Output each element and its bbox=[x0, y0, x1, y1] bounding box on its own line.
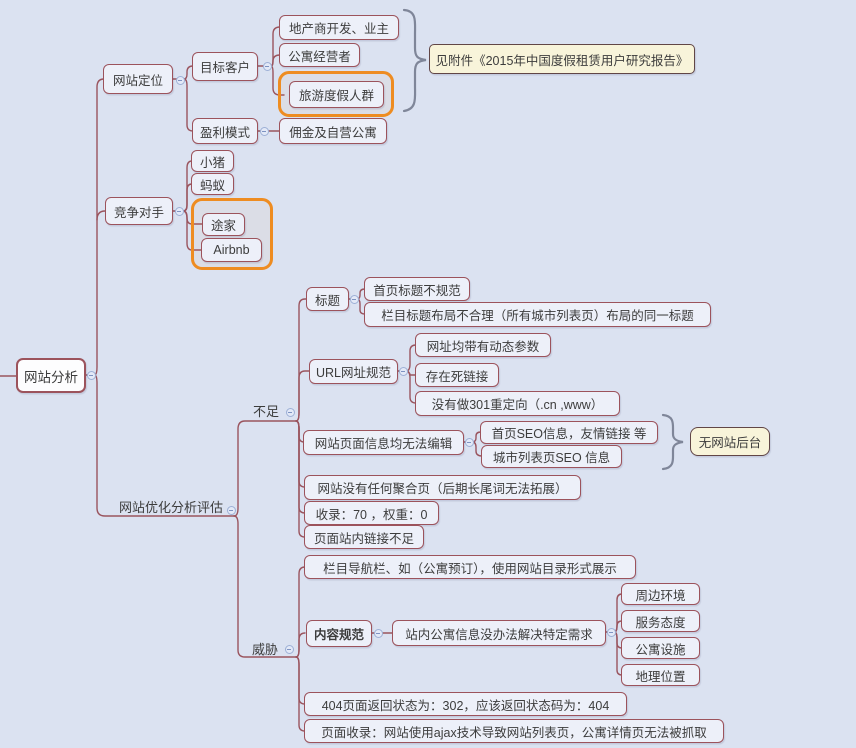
topic-city-list-seo-info[interactable]: 城市列表页SEO 信息 bbox=[481, 445, 622, 468]
topic-optimization-evaluation[interactable]: 网站优化分析评估 bbox=[118, 499, 223, 515]
topic-column-title-issue[interactable]: 栏目标题布局不合理（所有城市列表页）布局的同一标题 bbox=[364, 302, 711, 327]
topic-airbnb[interactable]: Airbnb bbox=[201, 238, 262, 262]
topic-vacation-group[interactable]: 旅游度假人群 bbox=[289, 81, 384, 108]
topic-competitors[interactable]: 竞争对手 bbox=[105, 197, 173, 225]
minus-icon[interactable] bbox=[174, 206, 184, 216]
topic-homepage-seo-info[interactable]: 首页SEO信息，友情链接 等 bbox=[480, 421, 658, 444]
topic-mayi[interactable]: 蚂蚁 bbox=[191, 173, 234, 195]
minus-icon[interactable] bbox=[285, 407, 295, 417]
curly-brace-icon bbox=[402, 8, 427, 113]
topic-insufficient-internal-links[interactable]: 页面站内链接不足 bbox=[304, 525, 424, 549]
topic-weaknesses[interactable]: 不足 bbox=[252, 404, 279, 419]
topic-apartment-facilities[interactable]: 公寓设施 bbox=[621, 637, 700, 659]
minus-icon[interactable] bbox=[373, 628, 383, 638]
minus-icon[interactable] bbox=[284, 644, 294, 654]
topic-root-website-analysis[interactable]: 网站分析 bbox=[16, 358, 86, 393]
brace-group bbox=[402, 8, 684, 471]
topic-page-info-uneditable[interactable]: 网站页面信息均无法编辑 bbox=[303, 430, 464, 455]
topic-url-standard[interactable]: URL网址规范 bbox=[309, 359, 398, 384]
minus-icon[interactable] bbox=[175, 75, 185, 85]
minus-icon[interactable] bbox=[226, 505, 236, 515]
topic-developer-owner[interactable]: 地产商开发、业主 bbox=[279, 15, 399, 40]
minus-icon[interactable] bbox=[349, 294, 359, 304]
topic-threats[interactable]: 威胁 bbox=[251, 642, 278, 657]
topic-apartment-operator[interactable]: 公寓经营者 bbox=[279, 43, 360, 67]
topic-surrounding-environment[interactable]: 周边环境 bbox=[621, 583, 700, 605]
topic-no-aggregation-pages[interactable]: 网站没有任何聚合页（后期长尾词无法拓展） bbox=[304, 475, 581, 500]
topic-xiaozhu[interactable]: 小猪 bbox=[191, 150, 234, 172]
topic-profit-model[interactable]: 盈利模式 bbox=[192, 118, 258, 144]
topic-index-weight[interactable]: 收录：70 ，权重：0 bbox=[304, 501, 439, 525]
topic-no-301-redirect[interactable]: 没有做301重定向（.cn ,www） bbox=[415, 391, 620, 416]
topic-page-indexing-issue[interactable]: 页面收录：网站使用ajax技术导致网站列表页，公寓详情页无法被抓取 bbox=[304, 719, 724, 743]
topic-target-customers[interactable]: 目标客户 bbox=[192, 52, 258, 81]
note-report-attachment[interactable]: 见附件《2015年中国度假租赁用户研究报告》 bbox=[429, 44, 695, 74]
topic-dead-links[interactable]: 存在死链接 bbox=[415, 363, 499, 387]
topic-service-attitude[interactable]: 服务态度 bbox=[621, 610, 700, 632]
note-no-backend[interactable]: 无网站后台 bbox=[690, 427, 770, 456]
topic-apartment-info-needs[interactable]: 站内公寓信息没办法解决特定需求 bbox=[392, 620, 606, 646]
minus-icon[interactable] bbox=[86, 370, 96, 380]
edge-group bbox=[0, 26, 623, 732]
topic-dynamic-params[interactable]: 网址均带有动态参数 bbox=[415, 333, 551, 357]
topic-site-positioning[interactable]: 网站定位 bbox=[103, 64, 173, 94]
topic-404-status-issue[interactable]: 404页面返回状态为：302，应该返回状态码为：404 bbox=[304, 692, 627, 716]
topic-tujia[interactable]: 途家 bbox=[202, 213, 245, 236]
topic-title[interactable]: 标题 bbox=[306, 287, 349, 311]
topic-commission-self-operated[interactable]: 佣金及自营公寓 bbox=[279, 118, 387, 144]
topic-nav-directory-display[interactable]: 栏目导航栏、如（公寓预订），使用网站目录形式展示 bbox=[304, 555, 636, 579]
minus-icon[interactable] bbox=[262, 61, 272, 71]
minus-icon[interactable] bbox=[606, 627, 616, 637]
topic-geographic-location[interactable]: 地理位置 bbox=[621, 664, 700, 686]
minus-icon[interactable] bbox=[259, 126, 269, 136]
topic-homepage-title-issue[interactable]: 首页标题不规范 bbox=[364, 277, 470, 301]
curly-brace-icon bbox=[661, 413, 684, 471]
minus-icon[interactable] bbox=[398, 366, 408, 376]
topic-content-standard[interactable]: 内容规范 bbox=[306, 620, 372, 647]
minus-icon[interactable] bbox=[464, 437, 474, 447]
